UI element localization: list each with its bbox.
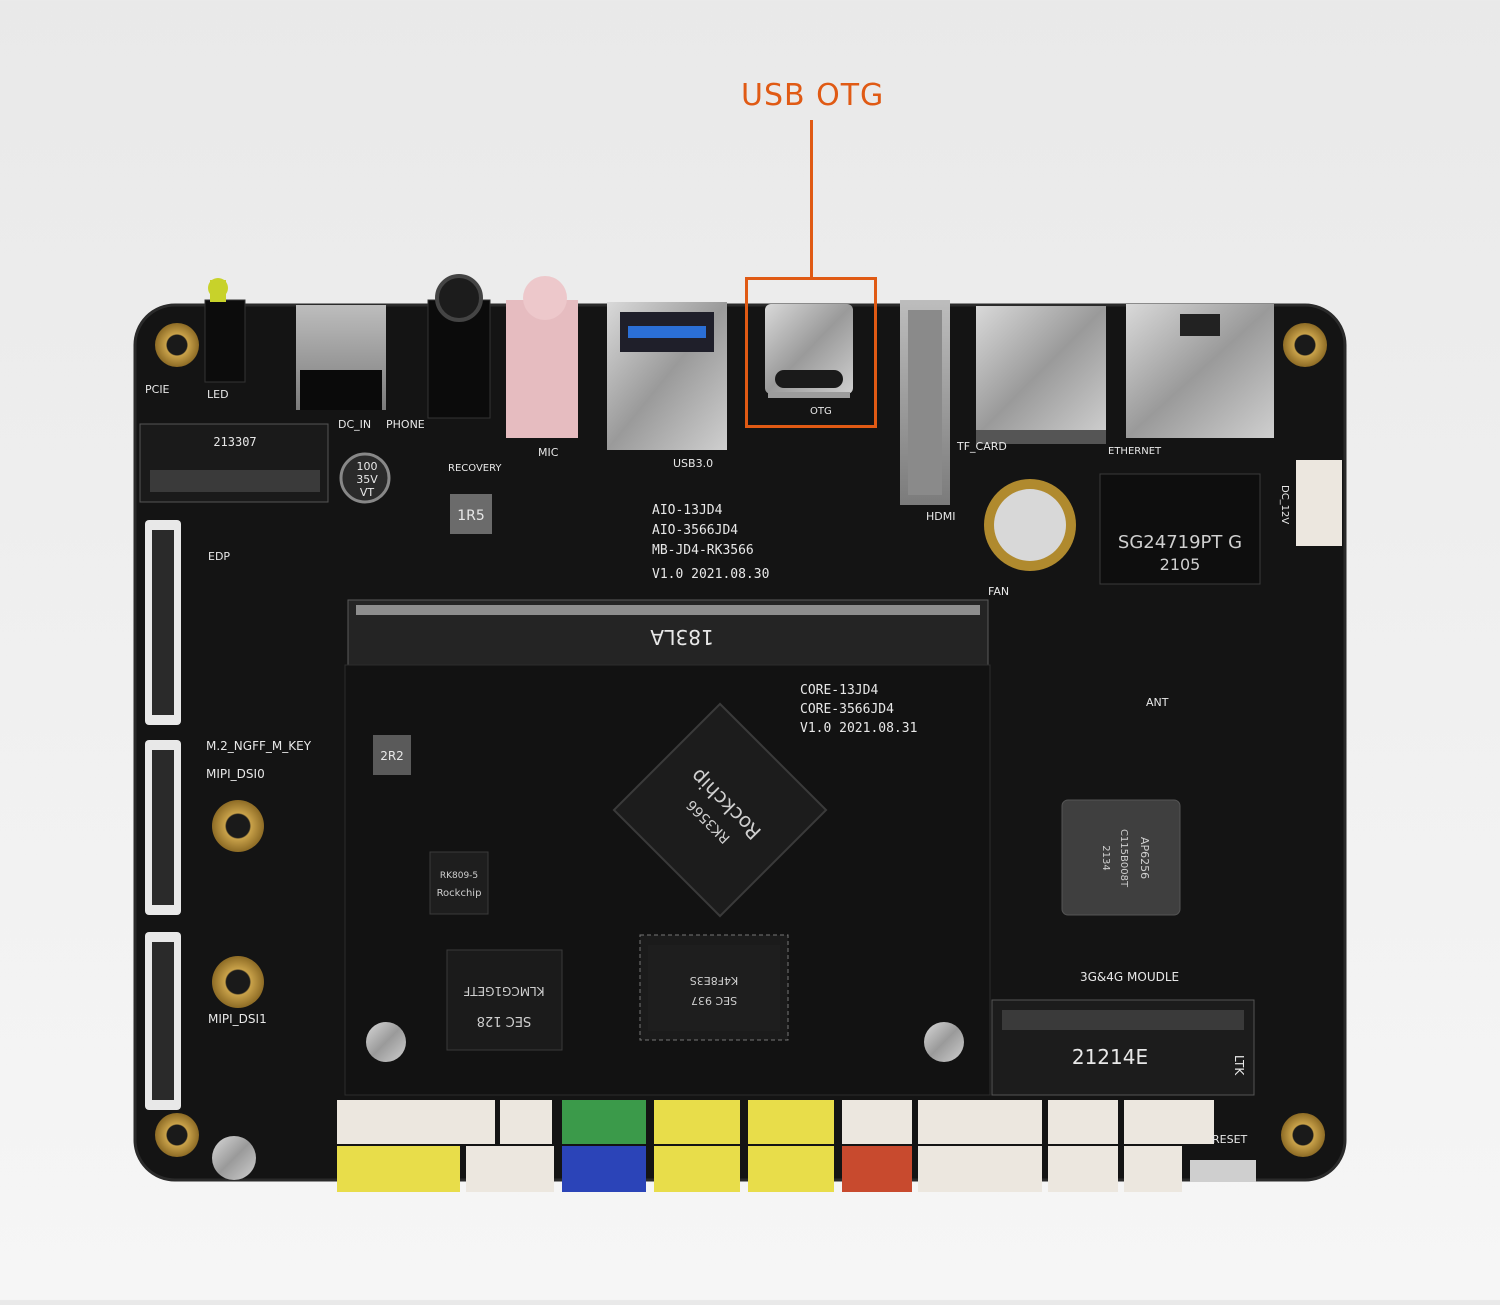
cap-line3: VT — [360, 486, 375, 499]
eth-xfmr-label: SG24719PT G — [1118, 532, 1242, 553]
silkscreen-labels: PCIE LED DC_IN PHONE RECOVERY MIC USB3.0… — [145, 383, 1290, 1146]
cap-line1: 100 — [357, 460, 378, 473]
silk-dc-in: DC_IN — [338, 418, 371, 431]
so-dimm-marking: 183LA — [650, 625, 714, 649]
phone-jack — [427, 274, 491, 419]
silk-mb-line2: AIO-3566JD4 — [652, 523, 738, 538]
silk-core-line1: CORE-13JD4 — [800, 683, 878, 698]
silk-mb-line4: V1.0 2021.08.30 — [652, 567, 769, 582]
fpc-connectors — [145, 520, 181, 1110]
silk-m2-ngff: M.2_NGFF_M_KEY — [206, 739, 312, 753]
header-connectors — [337, 1100, 1214, 1192]
silk-mb-line3: MB-JD4-RK3566 — [652, 543, 754, 558]
silk-mic: MIC — [538, 446, 559, 459]
mic-jack — [506, 276, 578, 438]
usb3-port — [607, 302, 727, 450]
wifi-model: AP6256 — [1138, 837, 1151, 879]
silk-ant: ANT — [1146, 696, 1169, 709]
silk-mipi-dsi1: MIPI_DSI1 — [208, 1012, 267, 1026]
so-dimm-socket: 183LA — [347, 599, 989, 671]
dc12v-connector — [1296, 460, 1342, 546]
standoff — [212, 1136, 256, 1180]
silk-ethernet: ETHERNET — [1108, 446, 1162, 457]
m2-slot: 213307 — [139, 423, 329, 503]
m2-marking: 213307 — [213, 435, 256, 449]
emmc-brand: SEC 128 — [477, 1013, 532, 1028]
silk-pcie: PCIE — [145, 383, 170, 396]
silk-3g4g: 3G&4G MOUDLE — [1080, 970, 1179, 984]
silk-led: LED — [207, 388, 229, 401]
silk-mb-line1: AIO-13JD4 — [652, 503, 723, 518]
silk-otg: OTG — [810, 406, 832, 417]
screws — [366, 1022, 964, 1062]
usb-c-otg-port — [765, 304, 853, 398]
hdmi-port — [900, 300, 950, 505]
wifi-date: 2134 — [1100, 845, 1111, 870]
inductor-2r2-label: 2R2 — [380, 749, 404, 763]
silk-core-line2: CORE-3566JD4 — [800, 702, 894, 717]
emmc-chip: KLMCG1GETF SEC 128 — [446, 949, 563, 1051]
coin-battery — [984, 479, 1076, 571]
silk-fan: FAN — [988, 585, 1009, 598]
mounting-holes — [155, 323, 1327, 1157]
emmc-part: KLMCG1GETF — [463, 984, 544, 998]
silk-hdmi: HDMI — [926, 510, 955, 523]
ltk-marking: LTK — [1232, 1055, 1246, 1076]
inductor-1r5: 1R5 — [450, 494, 492, 534]
inductor-label: 1R5 — [457, 508, 485, 524]
inductor-2r2: 2R2 — [373, 735, 411, 775]
silk-core-line3: V1.0 2021.08.31 — [800, 721, 917, 736]
usb-otg-callout-label: USB OTG — [741, 78, 885, 113]
silk-recovery: RECOVERY — [448, 463, 502, 474]
ethernet-port — [1126, 304, 1274, 438]
mpcie-marking: 21214E — [1072, 1045, 1148, 1069]
silk-phone: PHONE — [386, 418, 425, 431]
silk-dc12v: DC_12V — [1279, 485, 1290, 524]
wifi-part: C115B008T — [1118, 829, 1129, 888]
led-component — [204, 278, 246, 383]
ram-chip: K4F8E3S SEC 937 — [639, 934, 789, 1041]
pmic-model: RK809-5 — [440, 871, 478, 881]
silk-mipi-dsi0: MIPI_DSI0 — [206, 767, 265, 781]
ethernet-transformer: SG24719PT G 2105 — [1099, 473, 1261, 585]
reset-button-component — [1190, 1160, 1256, 1182]
capacitor: 100 35V VT — [339, 452, 391, 504]
usb-otg-callout-line — [810, 120, 813, 277]
pmic-chip: RK809-5 Rockchip — [429, 851, 489, 915]
pmic-brand: Rockchip — [437, 888, 482, 899]
mpcie-slot: 21214E LTK — [991, 999, 1255, 1096]
silk-usb3: USB3.0 — [673, 457, 713, 470]
usb-otg-highlight-box — [745, 277, 877, 428]
silk-edp: EDP — [208, 550, 230, 563]
dc-in-jack — [296, 305, 386, 410]
silk-reset: RESET — [1212, 1133, 1248, 1146]
tf-card-slot — [976, 306, 1106, 444]
silk-tf-card: TF_CARD — [956, 440, 1007, 453]
ram-brand: SEC 937 — [691, 994, 737, 1007]
wifi-module: AP6256 C115B008T 2134 — [1061, 799, 1181, 916]
rk3566-soc: Rockchip RK3566 — [612, 702, 828, 918]
cap-line2: 35V — [356, 473, 378, 486]
ram-part: K4F8E3S — [690, 974, 738, 987]
eth-xfmr-date: 2105 — [1160, 555, 1201, 574]
